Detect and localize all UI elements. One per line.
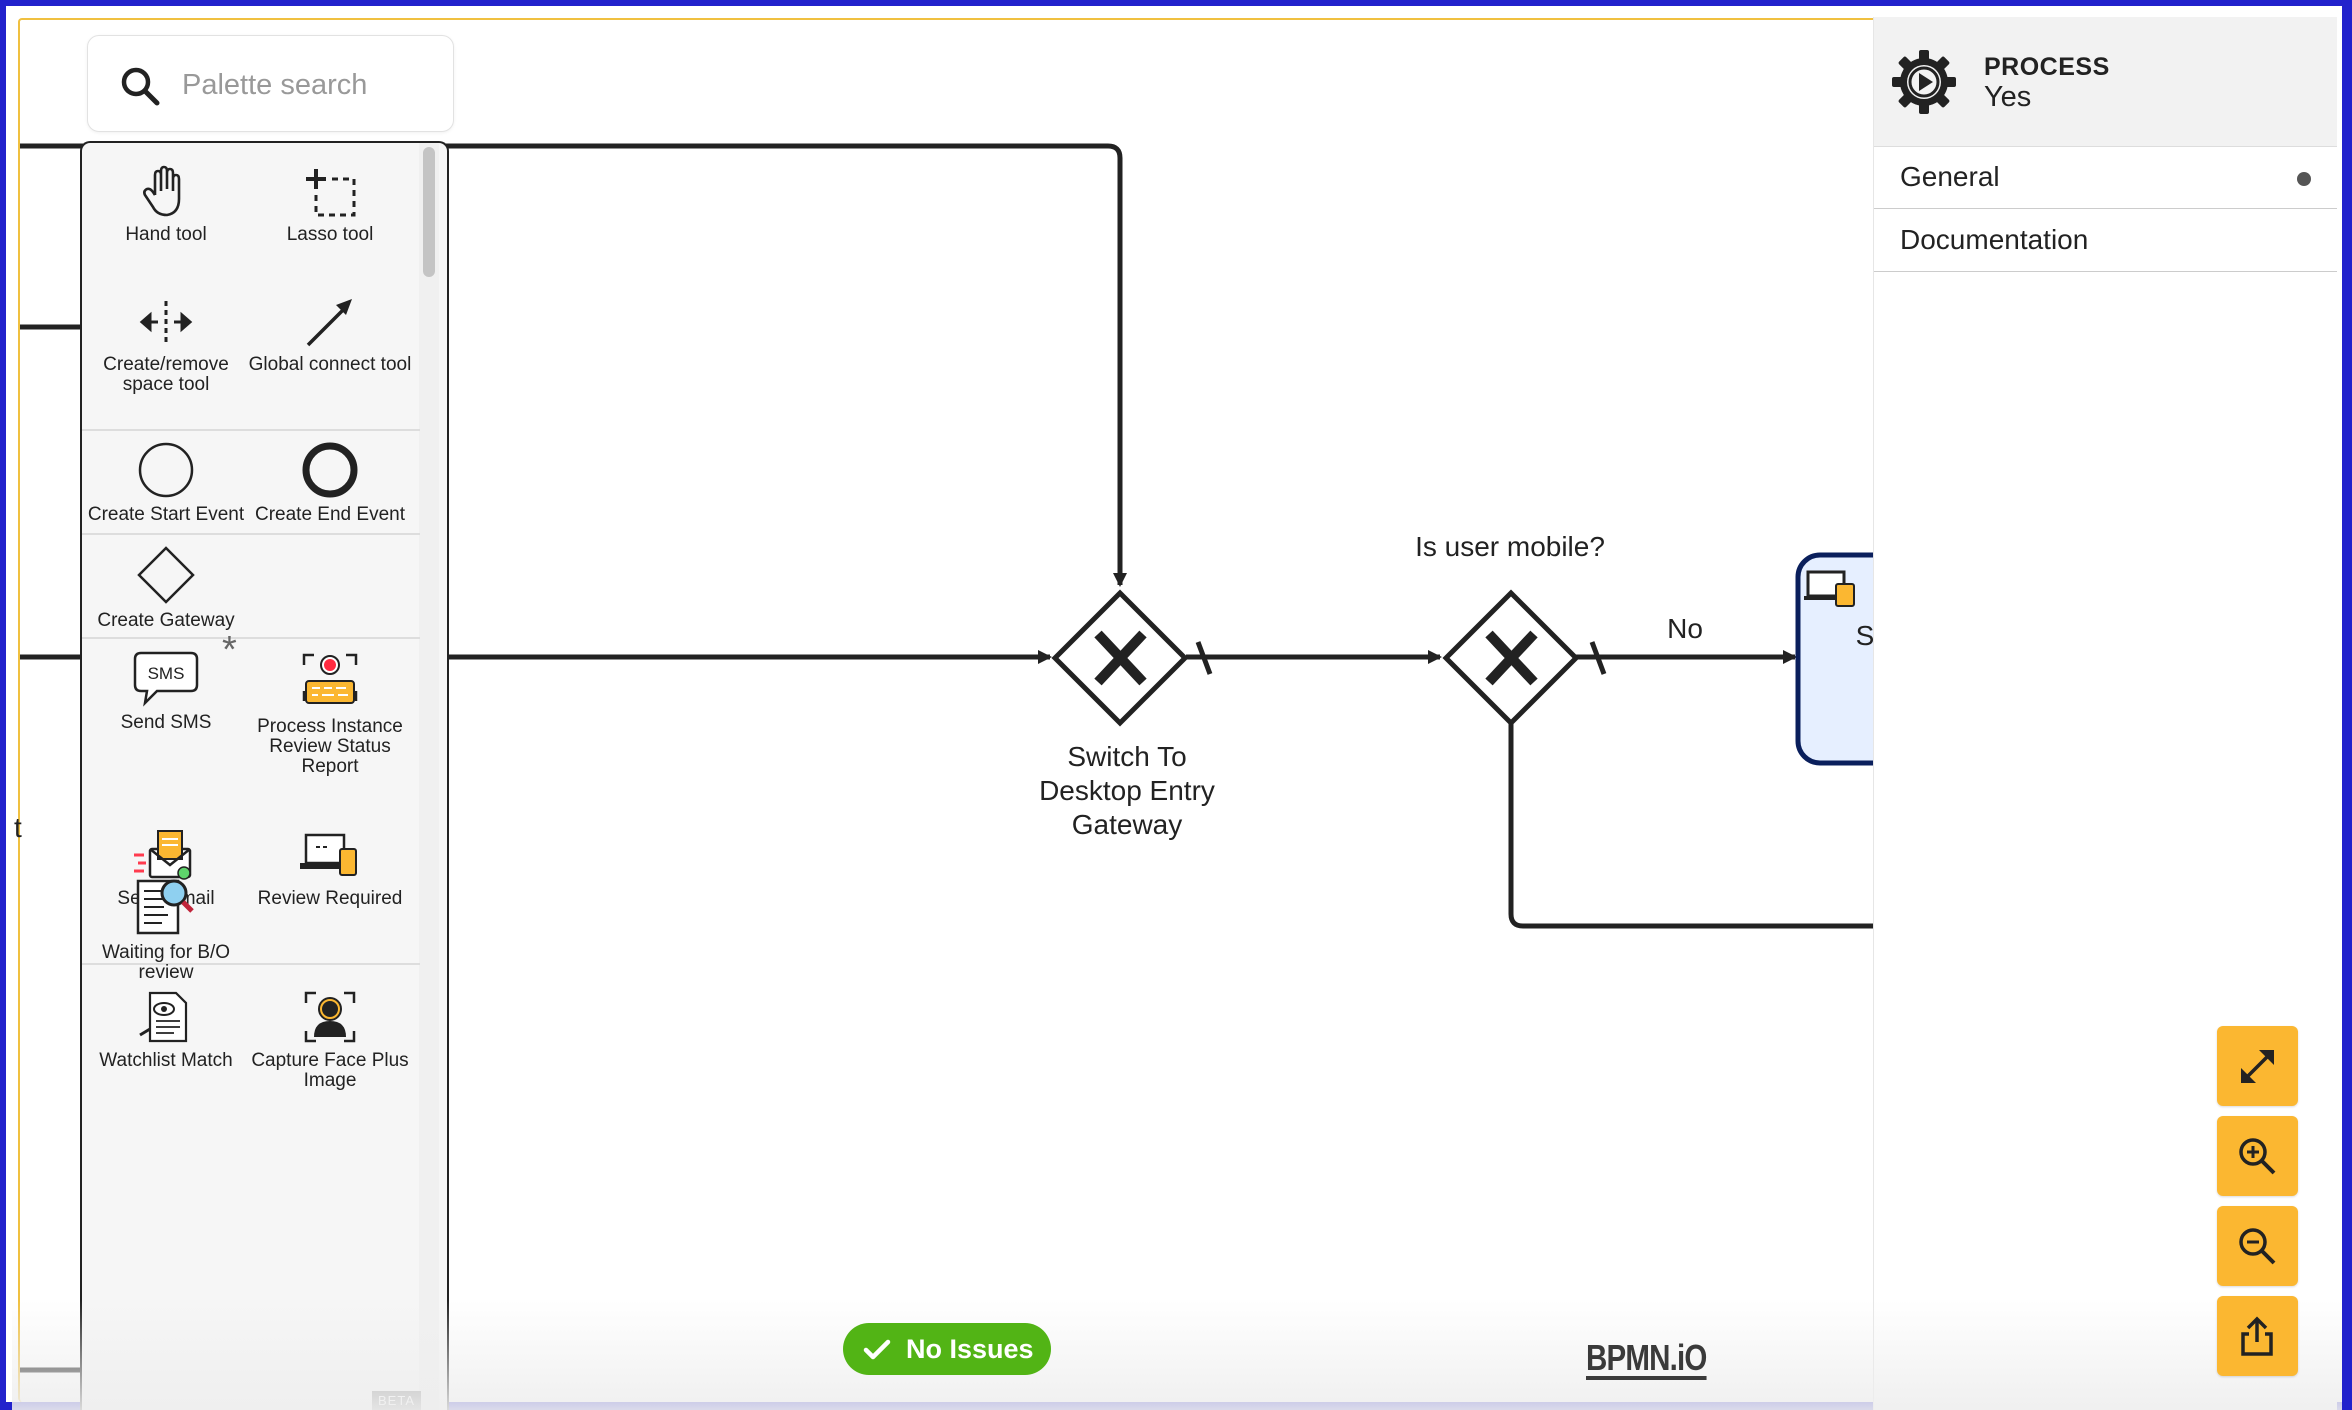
space-tool-label: Create/remove space tool bbox=[103, 354, 229, 395]
capture-face-label: Capture Face Plus Image bbox=[251, 1050, 409, 1091]
create-gateway-label: Create Gateway bbox=[97, 610, 235, 631]
create-start-event-label: Create Start Event bbox=[87, 504, 245, 525]
global-connect-tool-label: Global connect tool bbox=[248, 354, 412, 375]
element-type: PROCESS bbox=[1984, 53, 2110, 81]
palette-group-tools: Hand tool Lasso tool Create/remove space… bbox=[82, 143, 420, 431]
search-icon bbox=[121, 67, 160, 106]
left-element-partial-text: t bbox=[14, 812, 22, 843]
gateway1-label: Switch To Desktop Entry Gateway bbox=[1039, 741, 1215, 840]
palette-scrollbar[interactable] bbox=[419, 143, 439, 1410]
end-event-icon bbox=[302, 442, 358, 498]
issues-label: No Issues bbox=[906, 1334, 1034, 1364]
watchlist-match-label: Watchlist Match bbox=[99, 1050, 233, 1071]
create-start-event[interactable]: Create Start Event bbox=[84, 441, 248, 525]
sequence-flow-down bbox=[1508, 722, 1873, 929]
palette-search-input[interactable] bbox=[180, 62, 434, 108]
review-required-label: Review Required bbox=[257, 888, 403, 909]
create-end-event-label: Create End Event bbox=[255, 504, 405, 525]
lasso-tool[interactable]: Lasso tool bbox=[248, 165, 412, 245]
zoom-in-icon bbox=[2239, 1138, 2276, 1175]
tool-palette: Hand tool Lasso tool Create/remove space… bbox=[80, 141, 449, 1410]
gateway2-label: Is user mobile? bbox=[1415, 531, 1605, 562]
create-gateway[interactable]: Create Gateway bbox=[84, 545, 248, 631]
beta-badge: BETA bbox=[372, 1391, 421, 1410]
palette-group-gateways: Create Gateway bbox=[82, 533, 420, 639]
gateway-icon bbox=[137, 546, 195, 604]
face-capture-icon bbox=[304, 991, 356, 1043]
linting-status-button[interactable]: No Issues bbox=[843, 1323, 1051, 1375]
process-gear-icon bbox=[1892, 50, 1956, 114]
palette-scrollbar-thumb[interactable] bbox=[423, 147, 435, 277]
capture-face-plus-image[interactable]: Capture Face Plus Image bbox=[248, 989, 412, 1091]
palette-search[interactable] bbox=[87, 35, 454, 132]
start-event-icon bbox=[138, 442, 194, 498]
palette-group-identity: Watchlist Match Capture Face Plus Image bbox=[82, 963, 420, 1410]
waiting-for-bo-label: Waiting for B/O review bbox=[101, 942, 231, 983]
review-required[interactable]: Review Required bbox=[248, 827, 412, 909]
sequence-flow-top bbox=[20, 143, 1127, 587]
zoom-in-button[interactable] bbox=[2217, 1116, 2298, 1196]
bpmn-io-logo[interactable]: BPMN.iO bbox=[1586, 1337, 1707, 1380]
hand-tool[interactable]: Hand tool bbox=[84, 165, 248, 245]
group-documentation[interactable]: Documentation bbox=[1874, 209, 2337, 272]
element-name: Yes bbox=[1984, 81, 2032, 113]
space-tool[interactable]: Create/remove space tool bbox=[84, 295, 248, 395]
palette-group-events: Create Start Event Create End Event bbox=[82, 429, 420, 535]
flow-no-label: No bbox=[1667, 613, 1703, 644]
send-sms-label: Send SMS bbox=[120, 712, 212, 733]
sms-icon: SMS bbox=[133, 651, 199, 707]
space-tool-icon bbox=[139, 301, 193, 343]
exclusive-gateway-1[interactable] bbox=[1051, 589, 1189, 727]
create-end-event[interactable]: Create End Event bbox=[248, 441, 412, 525]
document-search-icon bbox=[136, 879, 194, 935]
data-marker-dot bbox=[2297, 172, 2311, 186]
export-button[interactable] bbox=[2217, 1296, 2298, 1376]
share-export-icon bbox=[2241, 1316, 2273, 1356]
process-instance-review-status-report[interactable]: Process Instance Review Status Report bbox=[248, 651, 412, 777]
email-icon bbox=[134, 830, 192, 880]
exclusive-gateway-2[interactable] bbox=[1442, 589, 1580, 727]
send-sms[interactable]: SMS Send SMS bbox=[84, 651, 248, 733]
properties-header: PROCESS Yes bbox=[1874, 17, 2337, 147]
global-connect-tool[interactable]: Global connect tool bbox=[248, 295, 412, 375]
waiting-for-bo-review[interactable]: Waiting for B/O review bbox=[84, 873, 248, 983]
zoom-out-button[interactable] bbox=[2217, 1206, 2298, 1286]
task-partial-text: S bbox=[1855, 620, 1875, 651]
fit-viewport-button[interactable] bbox=[2217, 1026, 2298, 1106]
hand-tool-label: Hand tool bbox=[125, 224, 207, 245]
arrow-connect-icon bbox=[306, 299, 352, 347]
laptop-phone-icon bbox=[300, 833, 357, 876]
process-instance-review-label: Process Instance Review Status Report bbox=[257, 716, 403, 777]
group-general-label: General bbox=[1900, 161, 2000, 192]
lasso-tool-label: Lasso tool bbox=[286, 224, 374, 245]
hand-icon bbox=[143, 165, 181, 217]
lasso-icon bbox=[306, 169, 356, 217]
group-general[interactable]: General bbox=[1874, 146, 2337, 209]
watchlist-match[interactable]: Watchlist Match bbox=[84, 989, 248, 1071]
svg-text:SMS: SMS bbox=[148, 664, 185, 683]
properties-panel: PROCESS Yes General Documentation bbox=[1873, 17, 2337, 1410]
custom-asterisk: * bbox=[222, 629, 237, 671]
watchlist-icon bbox=[139, 991, 188, 1043]
group-documentation-label: Documentation bbox=[1900, 224, 2089, 255]
zoom-out-icon bbox=[2239, 1228, 2276, 1265]
palette-group-custom: SMS Send SMS * Process Instance Review S… bbox=[82, 629, 420, 983]
camera-scan-icon bbox=[302, 653, 358, 704]
check-icon bbox=[863, 1339, 891, 1360]
expand-icon bbox=[2241, 1050, 2274, 1083]
